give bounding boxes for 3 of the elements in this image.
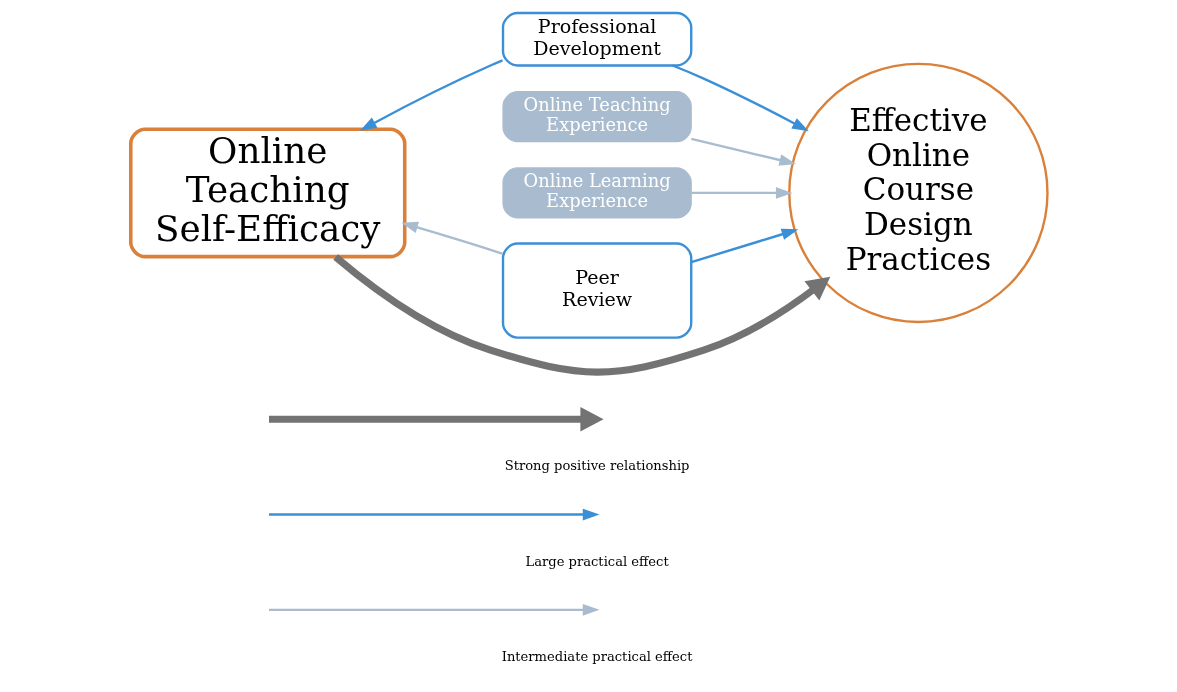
legend-label: Intermediate practical effect <box>501 648 692 664</box>
legend-label: Large practical effect <box>525 553 669 569</box>
legend-label: Strong positive relationship <box>504 458 690 474</box>
